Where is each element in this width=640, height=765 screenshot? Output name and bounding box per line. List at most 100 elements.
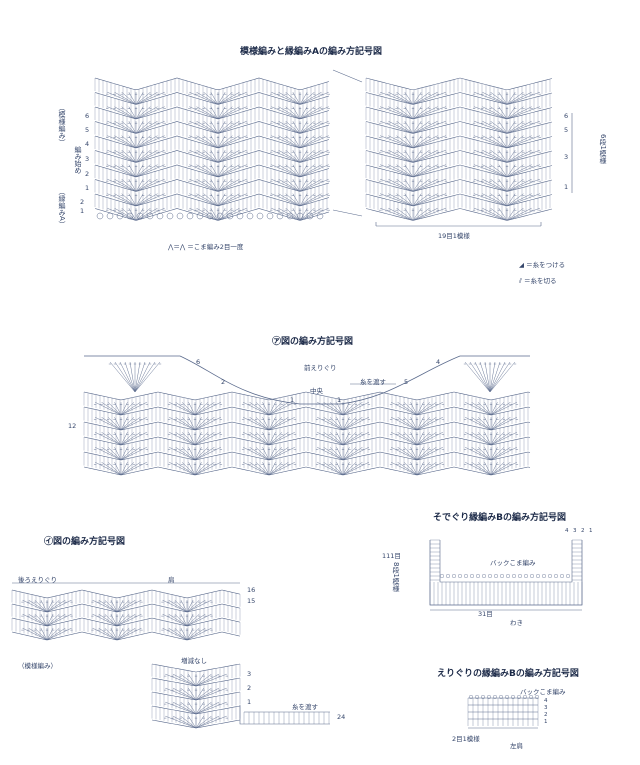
main-chart-right-fan xyxy=(506,149,532,163)
back-sc-loop-5 xyxy=(487,695,492,700)
back-chart-fan xyxy=(186,627,206,641)
neckline-chart-fan xyxy=(490,417,511,431)
main-chart-left-fan xyxy=(217,193,240,207)
edging-loop xyxy=(296,212,304,220)
legend-attach: ◢ ＝糸をつける xyxy=(519,259,565,269)
neckline-chart-fan xyxy=(323,432,344,446)
main-chart-right-fan xyxy=(396,135,414,149)
neckline-chart-fan xyxy=(255,402,270,416)
neckline-chart-fan xyxy=(416,432,431,446)
neckline-chart-fan xyxy=(194,402,209,416)
skip-yarn-label-3: 糸を渡す xyxy=(292,703,318,711)
neckline-chart-fan xyxy=(120,447,135,461)
neckline-chart-fan xyxy=(490,462,505,476)
back-chart-fan xyxy=(34,599,48,613)
neckline-chart-fan xyxy=(317,417,344,431)
main-chart-left-fan xyxy=(114,149,137,163)
main-chart-right-row xyxy=(365,106,553,120)
neckline-chart-fan xyxy=(249,402,270,416)
neckline-chart-fan xyxy=(317,432,344,446)
main-chart-right-fan xyxy=(506,91,540,105)
neckline-chart-fan xyxy=(416,402,431,416)
back-sc-loop xyxy=(440,574,445,579)
neckline-chart-fan xyxy=(107,447,122,461)
back-sc-loop-5 xyxy=(535,695,540,700)
s4-col-3: 3 xyxy=(573,528,577,534)
back-chart-fan xyxy=(168,613,188,627)
back-sc-loop xyxy=(470,574,475,579)
neckline-chart-fan xyxy=(403,402,418,416)
neckline-chart-fan xyxy=(175,417,196,431)
main-chart-left-fan xyxy=(299,91,322,105)
neckline-chart-fan xyxy=(342,417,357,431)
side-chart-fan xyxy=(172,687,197,701)
row-label-left-2: 2 xyxy=(85,170,90,178)
main-chart-right-fan xyxy=(412,91,446,105)
side-chart-fan xyxy=(165,687,197,701)
edging-loop xyxy=(146,212,154,220)
back-sc-loop xyxy=(542,574,547,579)
neckline-chart-fan xyxy=(268,447,289,461)
back-chart-fan xyxy=(22,599,48,613)
main-chart-right-fan xyxy=(506,135,532,149)
back-chart-fan xyxy=(162,627,188,641)
main-chart-left-fan xyxy=(285,208,301,221)
main-chart-right-fan xyxy=(490,91,508,105)
decrease-note-text: ＝こま編み2目一度 xyxy=(187,243,244,251)
neckline-chart-fan xyxy=(120,402,147,416)
back-sc-loop-5 xyxy=(529,695,534,700)
row-label-right-6: 6 xyxy=(564,112,569,120)
section1-title: 模様編みと縁編みAの編み方記号図 xyxy=(240,47,382,57)
main-chart-left-fan xyxy=(135,106,158,120)
main-chart-left-fan xyxy=(121,121,137,134)
main-chart-left-fan xyxy=(135,135,151,149)
main-chart-left-fan xyxy=(271,178,301,192)
row-label-right-5: 5 xyxy=(564,126,569,134)
main-chart-right-fan xyxy=(506,120,524,134)
main-chart-right-fan xyxy=(396,91,414,105)
back-chart-fan xyxy=(186,613,200,627)
main-chart-left-fan xyxy=(114,91,137,105)
neckline-chart-fan xyxy=(194,432,215,446)
main-chart-left-fan xyxy=(299,178,322,192)
neckline-chart-fan xyxy=(175,447,196,461)
main-chart-left-fan xyxy=(107,207,137,221)
main-chart-right-fan xyxy=(506,120,540,134)
neckline-chart-fan xyxy=(490,447,505,461)
pattern-bracket-s3: （模様編み） xyxy=(18,662,57,670)
back-chart-fan xyxy=(104,599,118,613)
main-chart-left-fan xyxy=(271,106,301,120)
neckline-chart-fan xyxy=(194,447,215,461)
main-chart-right-row xyxy=(365,92,553,105)
main-chart-right-fan xyxy=(506,120,532,134)
back-sc-loop-5 xyxy=(469,695,474,700)
main-chart-left-row xyxy=(94,135,330,149)
main-chart-right-fan xyxy=(412,149,438,163)
main-chart-right-fan xyxy=(380,193,414,207)
back-chart-fan xyxy=(116,599,136,613)
main-chart-left-fan xyxy=(299,208,315,221)
neckline-chart-fan xyxy=(490,462,511,476)
back-chart-fan xyxy=(186,613,212,627)
neckline-chart-fan xyxy=(120,447,141,461)
section3-title: ㋑図の編み方記号図 xyxy=(44,537,126,547)
neckline-chart-fan xyxy=(403,417,418,431)
back-sc-loop-5 xyxy=(511,695,516,700)
neckline-fan xyxy=(489,361,496,393)
main-chart-right-fan xyxy=(498,121,508,134)
neckline-fan xyxy=(489,361,506,393)
main-chart-right-fan xyxy=(380,135,414,149)
row-label-left-4: 4 xyxy=(85,140,90,148)
main-chart-right-fan xyxy=(506,91,532,105)
back-sc-loop xyxy=(458,574,463,579)
neckline-chart-fan xyxy=(268,462,289,476)
main-chart-right-fan xyxy=(490,106,508,120)
neckline-fan xyxy=(109,361,136,393)
main-chart-left-fan xyxy=(135,193,158,207)
side-chart-fan xyxy=(195,715,220,729)
main-chart-left-fan xyxy=(135,106,165,120)
main-chart-right-fan xyxy=(498,92,508,105)
main-chart-left-fan xyxy=(278,207,301,221)
neckline-chart-fan xyxy=(342,447,363,461)
main-chart-right-fan xyxy=(474,178,508,192)
